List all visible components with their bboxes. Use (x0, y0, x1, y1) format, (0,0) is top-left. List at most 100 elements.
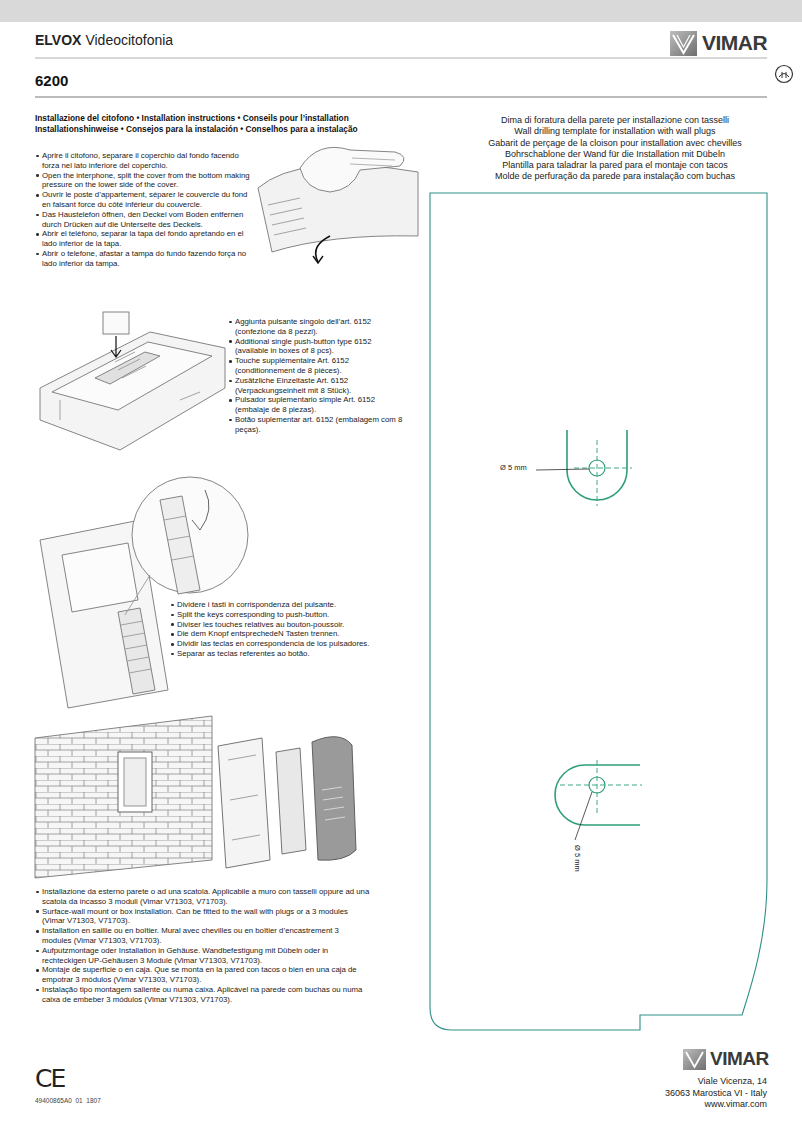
dimension-label: Ø 5 mm (500, 463, 527, 472)
step-text: Botão suplementar art. 6152 (embalagem c… (228, 415, 403, 435)
manual-icon (776, 66, 793, 83)
base-illustration-part (115, 352, 146, 378)
step-list: Aprire il citofono, separare il coperchi… (35, 151, 250, 269)
step-text: Open the interphone, split the cover fro… (35, 171, 250, 191)
step-text: Zusätzliche Einzeltaste Art. 6152 (Verpa… (228, 376, 403, 396)
base-illustration-part (60, 392, 200, 420)
step-text: Split the keys corresponding to push-but… (170, 610, 410, 620)
template-title-line: Plantilla para taladrar la pared para el… (425, 160, 802, 171)
template-title: Dima di foratura della parete per instal… (425, 115, 802, 183)
base-illustration-part (95, 352, 160, 384)
heading-group: Installazione del citofono • Installatio… (35, 113, 425, 135)
wall-illustration-part (228, 755, 260, 840)
base-illustration (40, 312, 225, 450)
keys-illustration-part (160, 496, 200, 594)
wall-illustration-part (124, 758, 146, 806)
step-text: Abrir o telefone, afastar a tampa do fun… (35, 249, 250, 269)
vimar-logo-icon-part (683, 1049, 706, 1070)
vimar-logo-icon-part (677, 35, 690, 47)
manual-icon-part (779, 72, 789, 78)
address-line: Viale Vicenza, 14 (567, 1076, 767, 1088)
vimar-logo-icon-part (673, 35, 694, 53)
drilling-template-part (560, 760, 642, 815)
document-code: 49400865A0 01 1807 (35, 1097, 101, 1104)
ce-mark: CE (35, 1064, 64, 1093)
step-text: Aggiunta pulsante singolo dell’art. 6152… (228, 317, 403, 337)
template-title-line: Bohrschablone der Wand für die Installat… (425, 149, 802, 160)
template-title-line: Wall drilling template for installation … (425, 126, 802, 137)
section-heading: Installazione del citofono • Installatio… (35, 113, 425, 135)
dimension-group: Ø 5 mm (500, 463, 527, 472)
rule-lines (35, 58, 767, 97)
address-line: www.vimar.com (567, 1099, 767, 1111)
step-text: Montaje de superficie o en caja. Que se … (35, 965, 370, 985)
drilling-template (430, 193, 767, 1030)
wall-illustration (35, 716, 356, 878)
base-illustration-part (111, 336, 121, 357)
drilling-template-part (430, 193, 767, 1030)
template-title-line: Molde de perfuração da parede para insta… (425, 171, 802, 182)
rule-lines-part (35, 97, 767, 98)
keys-illustration-part (125, 575, 150, 615)
drilling-template-part (555, 765, 640, 825)
opening-illustration-part (316, 236, 330, 262)
vimar-logo-icon-part (686, 1052, 703, 1067)
vimar-logo-icon-part (670, 31, 697, 56)
base-illustration-part (40, 332, 225, 450)
template-title-line: Gabarit de perçage de la cloison pour in… (425, 138, 802, 149)
vimar-logo-icon (670, 31, 697, 56)
wall-illustration-part (276, 748, 306, 854)
keys-illustration-part (121, 621, 151, 673)
step-text: Abrir el teléfono, separar la tapa del f… (35, 229, 250, 249)
code-group: 49400865A0 01 1807 (35, 1097, 101, 1104)
header-text: Videocitofonia (85, 32, 173, 48)
wall-illustration-part (35, 716, 212, 878)
dimension-group: Ø 5 mm (573, 845, 582, 872)
drilling-template-part (575, 792, 592, 840)
step-text: Instalação tipo montagem saliente ou num… (35, 985, 370, 1005)
step-text: Die dem Knopf entsprechedeN Tasten trenn… (170, 629, 410, 639)
base-illustration-part (103, 312, 129, 334)
step-text: Ouvrir le poste d’appartement, séparer l… (35, 190, 250, 210)
opening-illustration-part (350, 158, 395, 166)
drilling-template-part (574, 440, 632, 506)
logo-group: VIMAR (702, 31, 767, 55)
address-group: Viale Vicenza, 1436063 Marostica VI - It… (567, 1076, 767, 1111)
step-text: Installazione da esterno parete o ad una… (35, 887, 370, 907)
rule-lines-part (35, 58, 767, 59)
top-bar (0, 0, 802, 22)
base-illustration-part (52, 342, 212, 410)
wall-illustration-part (118, 752, 152, 812)
manual-icon-part (776, 66, 793, 83)
step-text: Dividere i tasti in corrispondenza del p… (170, 600, 410, 610)
wall-illustration-part (312, 737, 356, 861)
step-text: Separar as teclas referentes ao botão. (170, 649, 410, 659)
address-line: 36063 Marostica VI - Italy (567, 1088, 767, 1100)
step-text: Aprire il citofono, separare il coperchi… (35, 151, 250, 171)
keys-illustration-part (192, 490, 209, 530)
step-text: Aufputzmontage oder Installation in Gehä… (35, 946, 370, 966)
step-text: Additional single push-button type 6152 … (228, 337, 403, 357)
keys-illustration-part (118, 608, 155, 694)
step-text: Das Haustelefon öffnen, den Deckel vom B… (35, 210, 250, 230)
document-title: 6200 (35, 72, 68, 89)
header-group: ELVOXVideocitofonia (35, 32, 173, 48)
dimension-label: Ø 5 mm (573, 845, 582, 872)
ce-mark-group: CE (35, 1064, 64, 1093)
opening-illustration-part (300, 147, 404, 192)
step-text: Surface-wall mount or box installation. … (35, 907, 370, 927)
step-list: Aggiunta pulsante singolo dell’art. 6152… (228, 317, 403, 435)
top-bar-part (0, 0, 802, 22)
brand-logo-text: VIMAR (702, 31, 767, 55)
logo-group: VIMAR (710, 1048, 769, 1070)
drilling-template-part (536, 469, 589, 470)
header-text: ELVOX (35, 32, 81, 48)
keys-illustration-part (62, 543, 138, 612)
keys-illustration (40, 477, 248, 708)
opening-illustration (258, 147, 418, 263)
step-list: Dividere i tasti in corrispondenza del p… (170, 600, 410, 659)
opening-illustration-part (313, 256, 323, 263)
vimar-logo-icon (683, 1049, 706, 1070)
step-text: Dividir las teclas en correspondencia de… (170, 639, 410, 649)
keys-illustration-part (164, 516, 194, 560)
